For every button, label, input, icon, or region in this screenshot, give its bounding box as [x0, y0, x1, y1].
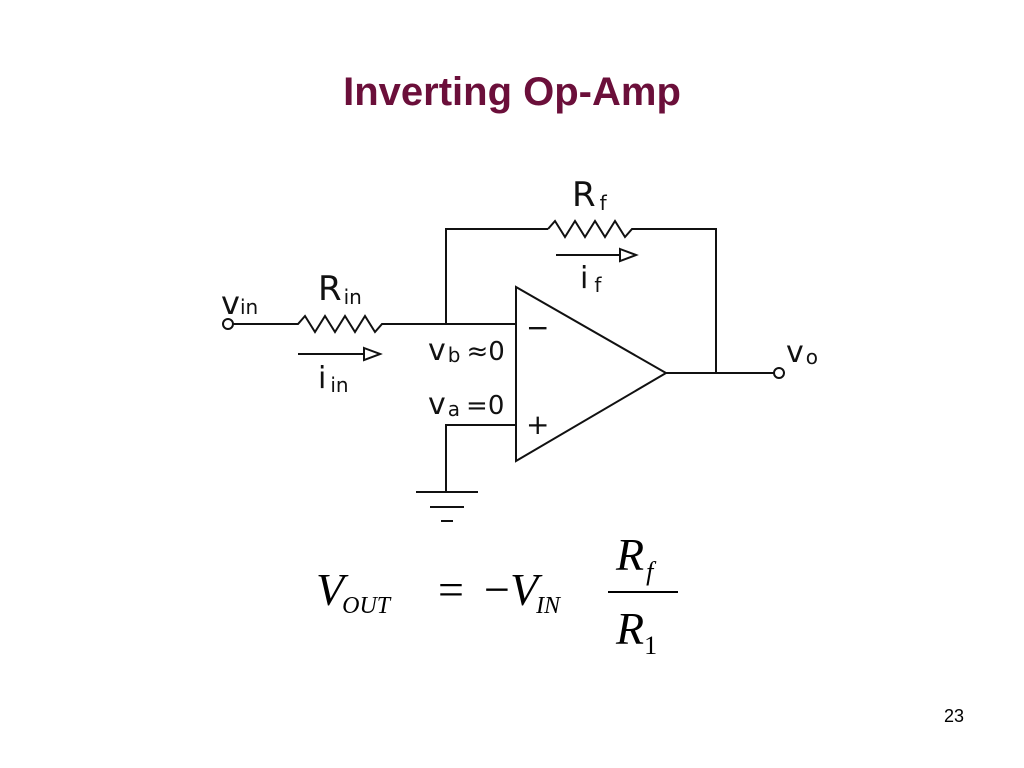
vo-terminal: [773, 367, 785, 379]
formula-equals: =: [438, 564, 464, 615]
rf-resistor: [547, 219, 717, 373]
formula-rhs: −VIN: [484, 564, 562, 619]
non-inverting-input-sign: +: [526, 408, 549, 441]
formula-numerator: Rf: [615, 529, 657, 586]
ground-symbol: [416, 491, 478, 522]
iin-arrow: [298, 346, 383, 362]
formula-lhs: VOUT: [316, 564, 392, 619]
ground-wire: [445, 424, 516, 492]
inverting-input-sign: −: [526, 311, 549, 344]
op-amp-symbol: [515, 285, 668, 463]
if-arrow: [556, 247, 639, 263]
formula-denominator: R1: [615, 603, 657, 660]
slide-title: Inverting Op-Amp: [343, 70, 681, 114]
feedback-wire: [445, 228, 548, 324]
rin-resistor: [233, 314, 516, 334]
vin-label: vin: [221, 284, 258, 322]
page-number: 23: [943, 706, 964, 726]
